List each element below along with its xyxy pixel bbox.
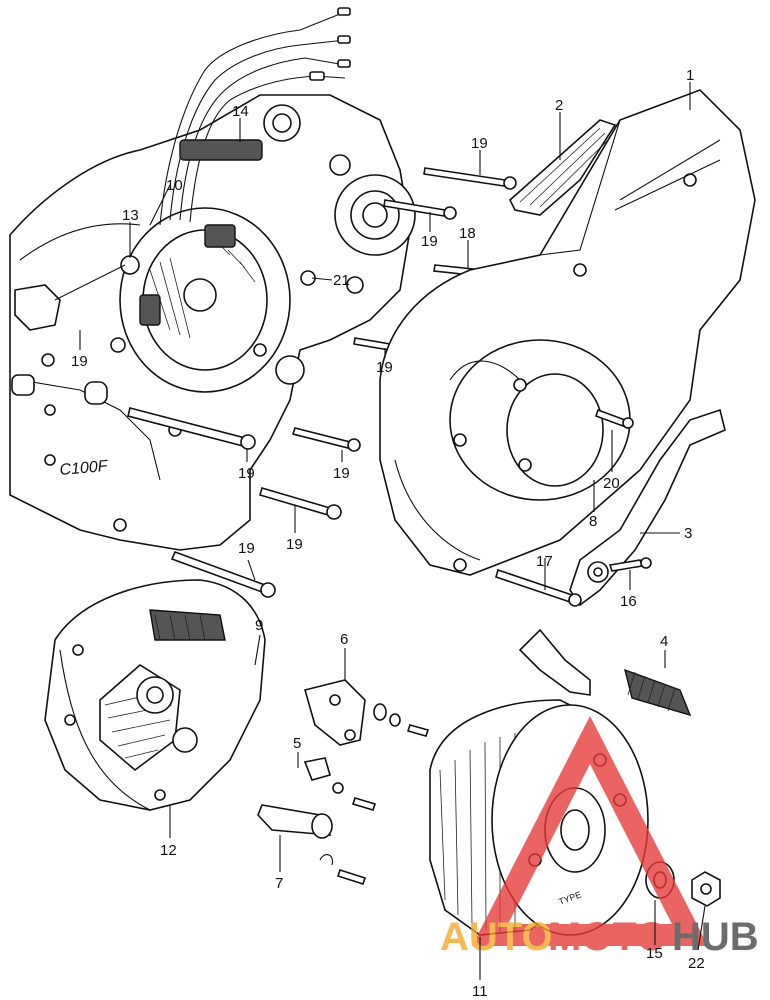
callout-4: 4 [660,633,668,650]
callout-10: 10 [166,177,183,194]
callout-1: 1 [686,67,694,84]
callout-17: 17 [536,553,553,570]
callout-19-lower-b: 19 [333,465,350,482]
contact-breaker [304,679,430,746]
callout-19-lower-c: 19 [286,536,303,553]
callout-18: 18 [459,225,476,242]
callout-8: 8 [589,513,597,530]
shift-arm [569,408,726,607]
callout-3: 3 [684,525,692,542]
callout-9: 9 [255,617,263,634]
watermark-logo-triangle [471,715,709,946]
bolt-17 [495,568,573,604]
spring-rubber [624,668,692,717]
callout-19-top: 19 [471,135,488,152]
bolt-20 [594,408,627,428]
callout-19-left: 19 [71,353,88,370]
left-crankcase-cover [379,89,756,576]
callout-22: 22 [688,955,705,972]
callout-14: 14 [232,103,249,120]
kick-lever [518,628,591,696]
callout-12: 12 [160,842,177,859]
leader-lines [79,82,706,980]
condenser [257,757,377,886]
crankcase-marking: C100F [59,458,110,479]
watermark-auto: AUTO [440,915,553,959]
callout-15: 15 [646,945,663,962]
crankcase: C100F [9,7,517,551]
callout-13: 13 [122,207,139,224]
callout-5: 5 [293,735,301,752]
callout-21: 21 [333,272,350,289]
callouts: 1 2 3 4 5 6 7 8 9 10 11 12 13 14 15 16 1… [71,67,705,1000]
watermark-hub: HUB [672,915,759,959]
callout-11: 11 [472,983,488,1000]
callout-19-lower-a: 19 [238,465,255,482]
nut [691,871,721,907]
callout-2: 2 [555,97,563,114]
callout-19-bottom: 19 [238,540,255,557]
callout-19-mid: 19 [376,359,393,376]
callout-6: 6 [340,631,348,648]
watermark: AUTO MOTO HUB [440,715,759,959]
callout-7: 7 [275,875,283,892]
watermark-moto: MOTO [548,915,667,959]
base-plate [44,579,266,811]
callout-16: 16 [620,593,637,610]
callout-19-right: 19 [421,233,438,250]
callout-20: 20 [603,475,620,492]
cover-gasket-strip [509,119,617,216]
